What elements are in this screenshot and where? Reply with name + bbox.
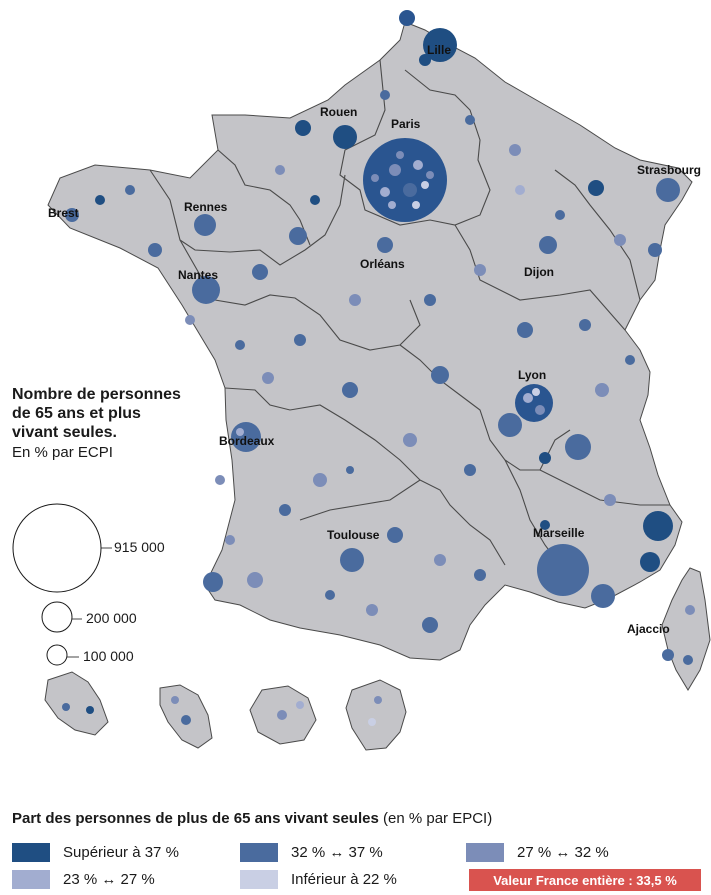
legend-swatch <box>240 842 278 862</box>
bubble-lille <box>423 28 457 62</box>
city-label-brest: Brest <box>48 206 79 220</box>
bubble-marseille <box>537 544 589 596</box>
city-label-ajaccio: Ajaccio <box>627 622 670 636</box>
size-legend-circle-medium <box>41 601 73 633</box>
legend-item-above-37: Supérieur à 37 % <box>12 841 179 863</box>
bubble-toulouse <box>340 548 364 572</box>
corsica <box>661 567 711 691</box>
bubble-ajaccio <box>662 649 674 661</box>
city-label-lyon: Lyon <box>518 368 546 382</box>
size-legend-label-large: 915 000 <box>114 539 165 555</box>
bubble-rennes <box>194 214 216 236</box>
size-legend-circle-large <box>12 503 102 593</box>
legend-item-below-22: Inférieur à 22 % <box>240 868 397 890</box>
size-legend-label-medium: 200 000 <box>86 610 137 626</box>
city-label-toulouse: Toulouse <box>327 528 380 542</box>
city-label-paris: Paris <box>391 117 421 131</box>
city-label-nantes: Nantes <box>178 268 218 282</box>
city-label-bordeaux: Bordeaux <box>219 434 275 448</box>
bubble-paris <box>363 138 447 222</box>
city-label-strasbourg: Strasbourg <box>637 163 701 177</box>
legend-item-32-37: 32 % ↔ 37 % <box>240 841 383 863</box>
legend-swatch <box>240 869 278 889</box>
map-title-line-2: de 65 ans et plus <box>12 405 141 422</box>
france-mainland <box>47 21 693 661</box>
city-label-dijon: Dijon <box>524 265 554 279</box>
ecpi-bubbles <box>62 10 695 726</box>
map-title-line-1: Nombre de personnes <box>12 386 181 403</box>
city-labels: Lille Rouen Paris Strasbourg Brest Renne… <box>48 43 701 636</box>
legend-swatch <box>12 869 50 889</box>
national-value-badge: Valeur France entière : 33,5 % <box>469 869 701 891</box>
size-legend-label-small: 100 000 <box>83 648 134 664</box>
color-legend-title: Part des personnes de plus de 65 ans viv… <box>12 810 493 827</box>
legend-item-27-32: 27 % ↔ 32 % <box>466 841 609 863</box>
bubble-dijon <box>539 236 557 254</box>
map-subtitle: En % par ECPI <box>12 444 113 461</box>
island-guadeloupe <box>44 671 109 736</box>
map-title-block: Nombre de personnes de 65 ans et plus vi… <box>12 385 227 463</box>
bubble-rouen <box>333 125 357 149</box>
legend-swatch <box>12 842 50 862</box>
city-label-marseille: Marseille <box>533 526 585 540</box>
city-label-rennes: Rennes <box>184 200 228 214</box>
bubble-orleans <box>377 237 393 253</box>
map-title-line-3: vivant seules. <box>12 424 117 441</box>
city-label-rouen: Rouen <box>320 105 357 119</box>
legend-item-23-27: 23 % ↔ 27 % <box>12 868 155 890</box>
bubble-nantes <box>192 276 220 304</box>
guyane <box>345 679 407 751</box>
size-legend-circle-small <box>46 644 68 666</box>
city-label-orleans: Orléans <box>360 257 405 271</box>
bubble-brest <box>65 208 79 222</box>
city-label-lille: Lille <box>427 43 451 57</box>
legend-swatch <box>466 842 504 862</box>
bubble-strasbourg <box>656 178 680 202</box>
